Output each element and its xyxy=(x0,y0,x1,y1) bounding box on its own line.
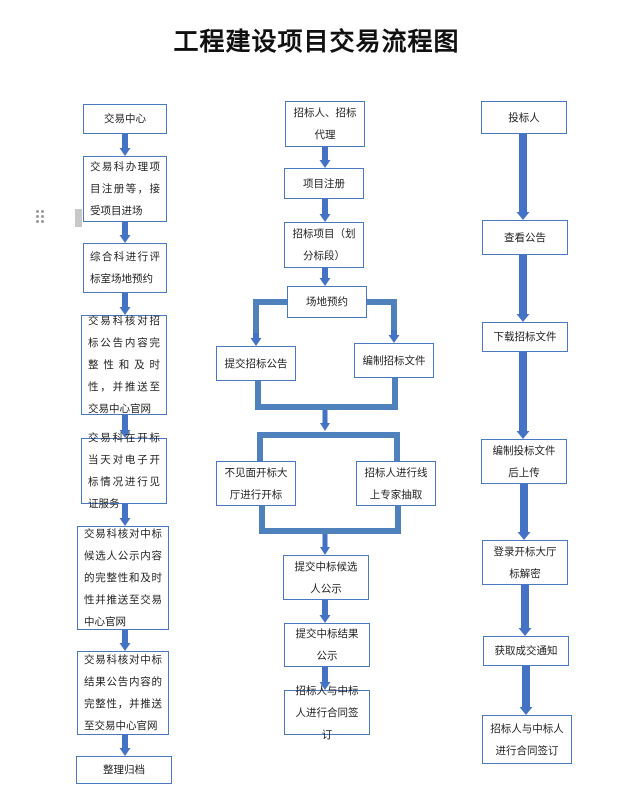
step-tenderer-agent[interactable]: 招标人、招标代理 xyxy=(285,101,365,147)
step-view-notice[interactable]: 查看公告 xyxy=(482,220,568,255)
arrow xyxy=(319,600,331,623)
arrow xyxy=(119,504,131,526)
arrow xyxy=(517,484,531,540)
arrow xyxy=(319,268,331,286)
step-submit-tender-notice[interactable]: 提交招标公告 xyxy=(216,346,296,381)
arrow xyxy=(319,667,331,690)
step-project-register[interactable]: 项目注册 xyxy=(284,168,364,199)
arrow xyxy=(516,134,530,220)
step-prepare-tender-docs[interactable]: 编制招标文件 xyxy=(354,343,434,378)
step-download-tender-docs[interactable]: 下载招标文件 xyxy=(482,322,568,352)
step-check-result-notice[interactable]: 交易科核对中标结果公告内容的完整性，并推送至交易中心官网 xyxy=(77,651,169,735)
step-site-booking[interactable]: 场地预约 xyxy=(287,286,367,318)
arrow xyxy=(319,199,331,222)
step-archive[interactable]: 整理归档 xyxy=(76,756,172,784)
step-tenderer-contract[interactable]: 招标人与中标人进行合同签订 xyxy=(284,685,370,741)
split-connector-left xyxy=(253,299,287,333)
step-witness-bid-opening[interactable]: 交易科在开标当天对电子开标情况进行见证服务 xyxy=(81,432,167,510)
step-receive-award-notice[interactable]: 获取成交通知 xyxy=(483,636,569,666)
arrow xyxy=(119,222,131,243)
step-upload-bid-docs[interactable]: 编制投标文件后上传 xyxy=(481,439,567,484)
step-tender-project[interactable]: 招标项目（划分标段） xyxy=(284,222,364,268)
arrow xyxy=(319,147,331,168)
arrow xyxy=(518,585,532,636)
step-remote-bid-opening[interactable]: 不见面开标大厅进行开标 xyxy=(216,461,296,506)
step-submit-result-notice[interactable]: 提交中标结果公示 xyxy=(284,623,370,667)
arrow xyxy=(320,410,330,431)
arrow xyxy=(519,666,533,715)
step-bidder-contract[interactable]: 招标人与中标人进行合同签订 xyxy=(482,715,572,764)
split-connector-right xyxy=(367,299,397,330)
step-expert-selection[interactable]: 招标人进行线上专家抽取 xyxy=(356,461,436,506)
step-decrypt-bid[interactable]: 登录开标大厅标解密 xyxy=(482,540,568,585)
step-trading-center[interactable]: 交易中心 xyxy=(83,104,167,134)
arrow xyxy=(320,530,330,555)
step-submit-candidate-notice[interactable]: 提交中标候选人公示 xyxy=(283,555,369,600)
arrow xyxy=(119,134,131,156)
step-check-candidate-notice[interactable]: 交易科核对中标候选人公示内容的完整性和及时性并推送至交易中心官网 xyxy=(77,526,169,630)
arrow xyxy=(119,735,131,756)
split-connector-2 xyxy=(257,432,400,461)
resize-handle[interactable] xyxy=(75,209,82,227)
merge-connector-1 xyxy=(255,378,398,410)
merge-connector-2 xyxy=(259,506,401,534)
arrow xyxy=(119,415,131,438)
arrow xyxy=(119,293,131,315)
step-bidder[interactable]: 投标人 xyxy=(481,101,567,134)
page-title: 工程建设项目交易流程图 xyxy=(173,27,460,56)
arrow xyxy=(119,630,131,651)
step-venue-booking[interactable]: 综合科进行评标室场地预约 xyxy=(83,243,167,293)
arrow xyxy=(516,255,530,322)
arrow xyxy=(516,352,530,439)
step-check-tender-notice[interactable]: 交易科核对招标公告内容完整性和及时性，并推送至交易中心官网 xyxy=(81,315,167,415)
step-project-registration-intake[interactable]: 交易科办理项目注册等，接受项目进场 xyxy=(83,156,167,222)
